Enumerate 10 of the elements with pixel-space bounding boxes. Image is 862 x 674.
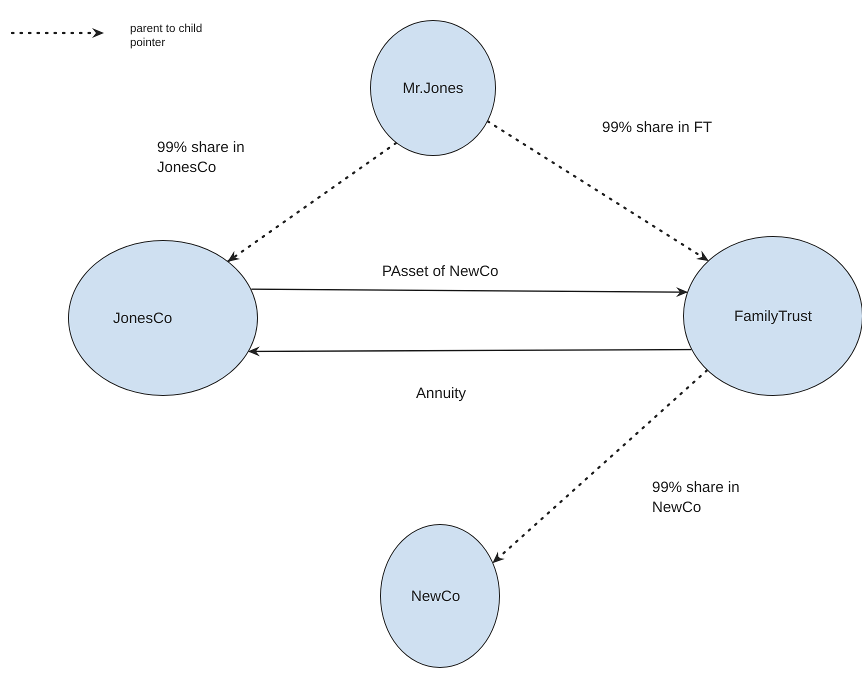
arrow (251, 287, 688, 298)
dotted-arrow (486, 120, 710, 262)
node-label: Mr.Jones (402, 80, 464, 96)
legend-text: parent to child pointer (130, 22, 204, 50)
node-label: FamilyTrust (734, 308, 812, 324)
node-label: JonesCo (113, 310, 172, 326)
dotted-arrow (492, 369, 708, 564)
arrow (248, 346, 692, 356)
dotted-arrow (227, 142, 398, 262)
node-label: NewCo (411, 588, 460, 604)
